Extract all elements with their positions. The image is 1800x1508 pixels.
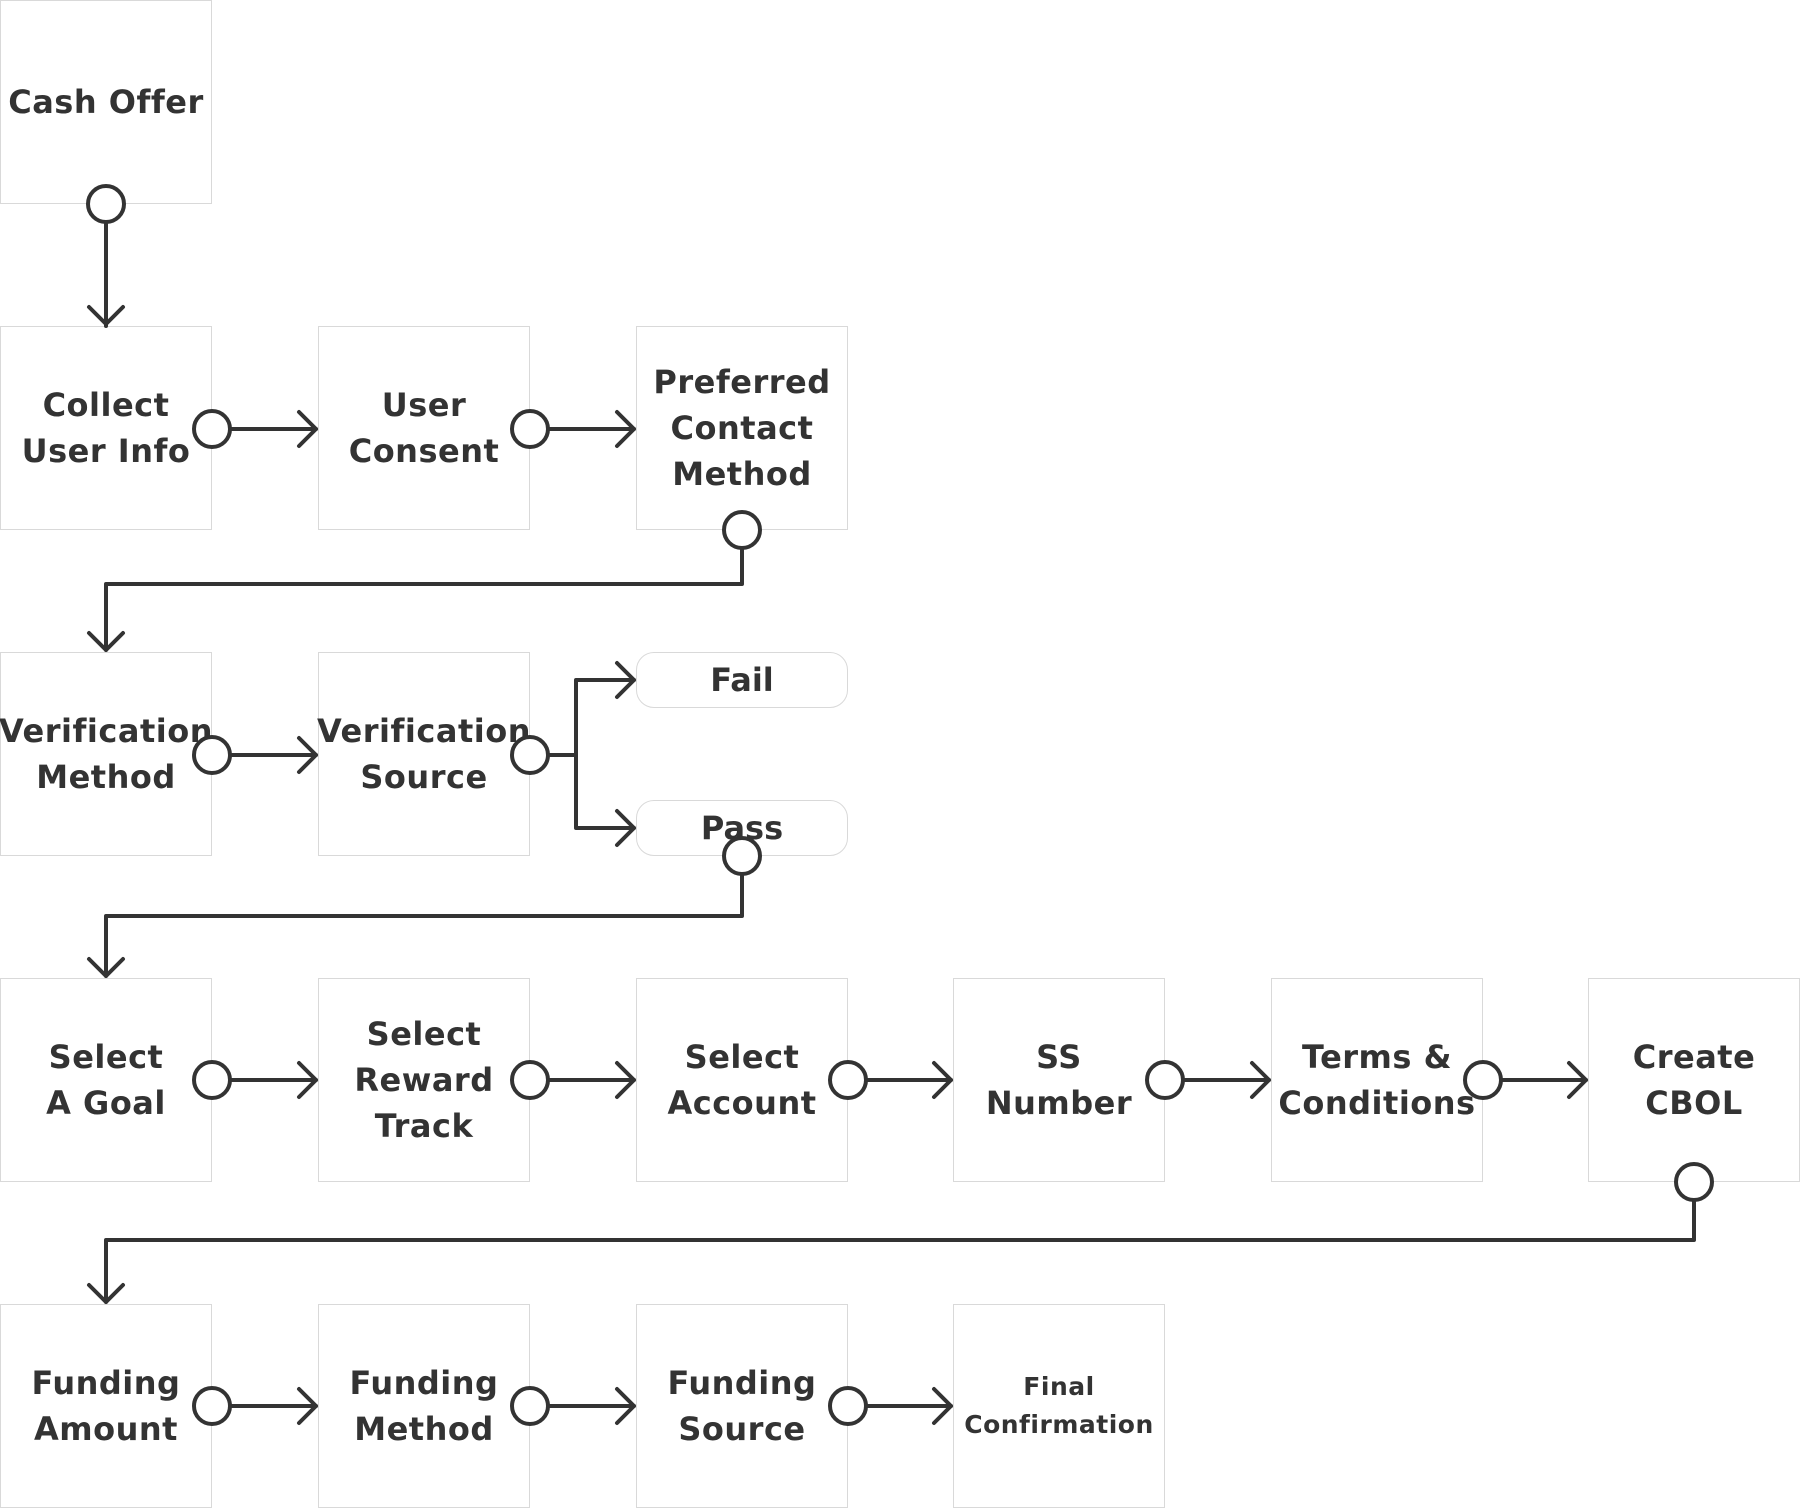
connector-to-fail bbox=[574, 678, 636, 757]
arrowhead bbox=[297, 1061, 318, 1099]
node-final-confirmation: Final Confirmation bbox=[953, 1304, 1165, 1508]
port-consent-right bbox=[510, 409, 550, 449]
node-terms-conditions: Terms & Conditions bbox=[1271, 978, 1483, 1182]
node-create-cbol: Create CBOL bbox=[1588, 978, 1800, 1182]
connector-cbol-to-funding-amount bbox=[104, 1198, 1696, 1304]
arrowhead bbox=[87, 631, 125, 652]
arrowhead bbox=[932, 1387, 953, 1425]
port-terms-right bbox=[1463, 1060, 1503, 1100]
arrowhead bbox=[297, 1387, 318, 1425]
connector-pass-to-select-goal bbox=[104, 874, 744, 978]
port-amount-right bbox=[192, 1386, 232, 1426]
node-select-reward-track: Select Reward Track bbox=[318, 978, 530, 1182]
port-contact-bottom bbox=[722, 510, 762, 550]
arrowhead bbox=[615, 410, 636, 448]
arrowhead bbox=[615, 1387, 636, 1425]
port-reward-right bbox=[510, 1060, 550, 1100]
arrowhead bbox=[932, 1061, 953, 1099]
arrowhead bbox=[297, 410, 318, 448]
port-goal-right bbox=[192, 1060, 232, 1100]
port-pass-bottom bbox=[722, 836, 762, 876]
node-cash-offer: Cash Offer bbox=[0, 0, 212, 204]
node-select-a-goal: Select A Goal bbox=[0, 978, 212, 1182]
arrowhead bbox=[87, 305, 125, 326]
connector-contact-to-verification-method bbox=[104, 548, 744, 652]
arrowhead bbox=[1567, 1061, 1588, 1099]
port-account-right bbox=[828, 1060, 868, 1100]
arrowhead bbox=[615, 661, 636, 699]
node-verification-source: Verification Source bbox=[317, 652, 530, 856]
port-method-right bbox=[510, 1386, 550, 1426]
node-funding-amount: Funding Amount bbox=[0, 1304, 212, 1508]
arrowhead bbox=[87, 957, 125, 978]
node-fail: Fail bbox=[636, 652, 848, 708]
node-select-account: Select Account bbox=[636, 978, 848, 1182]
node-user-consent: User Consent bbox=[318, 326, 530, 530]
port-vsource-right bbox=[510, 735, 550, 775]
port-vmethod-right bbox=[192, 735, 232, 775]
port-ss-right bbox=[1145, 1060, 1185, 1100]
node-verification-method: Verification Method bbox=[0, 652, 212, 856]
arrowhead bbox=[615, 1061, 636, 1099]
connector-to-pass bbox=[574, 753, 636, 830]
port-cbol-bottom bbox=[1674, 1162, 1714, 1202]
arrowhead bbox=[615, 809, 636, 847]
arrowhead bbox=[297, 736, 318, 774]
port-collect-right bbox=[192, 409, 232, 449]
arrowhead bbox=[1250, 1061, 1271, 1099]
arrowhead bbox=[87, 1283, 125, 1304]
node-funding-method: Funding Method bbox=[318, 1304, 530, 1508]
port-cash-offer-bottom bbox=[86, 184, 126, 224]
port-source-right bbox=[828, 1386, 868, 1426]
